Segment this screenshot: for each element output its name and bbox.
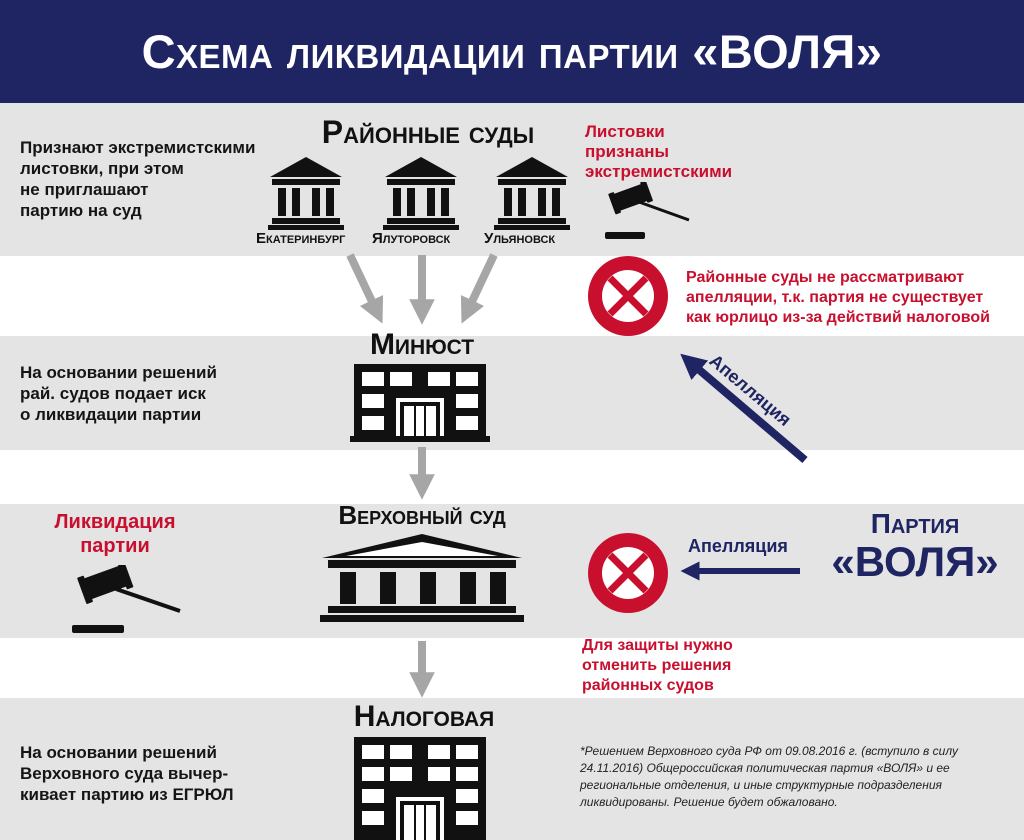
cross-circle-icon: [588, 533, 668, 613]
building-icon: [350, 364, 490, 442]
arrow-uly-to-minjust: [460, 253, 498, 324]
rejection-bottom-text: Для защиты нужно отменить решения районн…: [582, 637, 733, 694]
arrow-appeal-diagonal: [680, 353, 808, 464]
page-title: Схема ликвидации партии «ВОЛЯ»: [141, 25, 883, 78]
city-label: Ульяновск: [484, 230, 556, 247]
court-icon: [383, 157, 459, 230]
district-title: Районные суды: [321, 114, 535, 150]
tax-title: Налоговая: [353, 700, 495, 733]
cross-circle-icon: [588, 256, 668, 336]
gavel-icon: [72, 565, 181, 633]
party-line2: «ВОЛЯ»: [831, 538, 999, 585]
party-line1: Партия: [870, 508, 960, 539]
arrow-ekb-to-minjust: [346, 253, 384, 324]
header-banner: Схема ликвидации партии «ВОЛЯ»: [0, 0, 1024, 103]
city-label: Ялуторовск: [372, 230, 451, 247]
supreme-title: Верховный суд: [338, 500, 506, 530]
city-label: Екатеринбург: [256, 230, 346, 247]
ministry-left-text: На основании решений рай. судов подает и…: [20, 363, 217, 424]
district-left-text: Признают экстремистскими листовки, при э…: [20, 138, 256, 220]
rejection-top-text: Районные суды не рассматривают апелляции…: [686, 269, 990, 326]
band-ministry: [0, 336, 1024, 450]
supreme-red-text: Ликвидация партии: [54, 511, 176, 557]
gavel-icon: [605, 182, 690, 239]
footnote: *Решением Верховного суда РФ от 09.08.20…: [580, 744, 958, 809]
ministry-title: Минюст: [369, 328, 475, 361]
tax-left-text: На основании решений Верховного суда выч…: [20, 743, 234, 804]
court-icon: [320, 534, 524, 622]
court-icon: [268, 157, 344, 230]
court-icon: [494, 157, 570, 230]
band-tax: [0, 698, 1024, 840]
party-label: Партия «ВОЛЯ»: [820, 508, 1010, 584]
building-icon: [354, 737, 486, 840]
appeal-horizontal-label: Апелляция: [688, 536, 788, 556]
district-red-text: Листовки признаны экстремистскими: [585, 122, 733, 181]
